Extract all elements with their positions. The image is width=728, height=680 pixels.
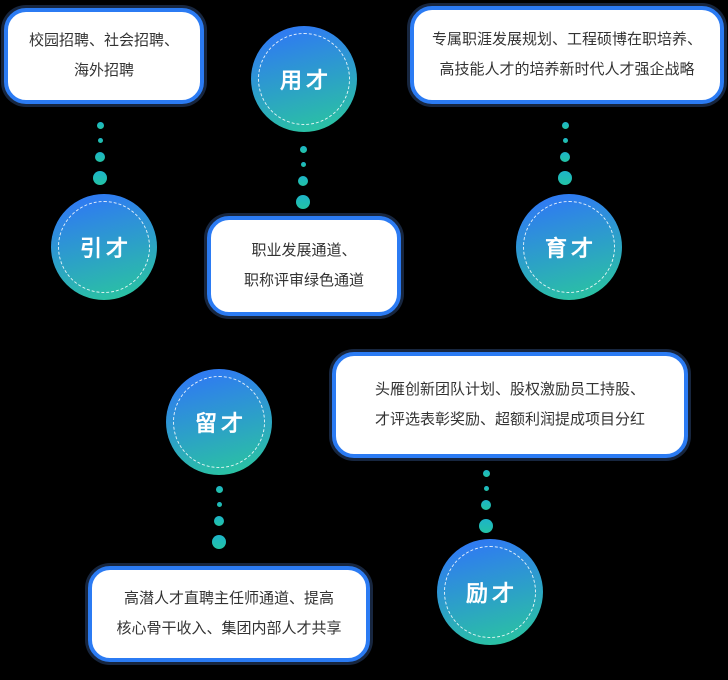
connector-dots-training-cultivate (558, 122, 572, 185)
card-incentive-line-1: 头雁创新团队计划、股权激励员工持股、 (374, 381, 645, 398)
card-sharing-line-1: 高潜人才直聘主任师通道、提高 (123, 590, 334, 607)
dashed-ring-icon (173, 376, 265, 468)
dot (560, 152, 570, 162)
dot (481, 500, 491, 510)
dot (482, 470, 490, 477)
dot (93, 171, 107, 185)
dot (558, 171, 572, 185)
card-recruitment-line-1: 校园招聘、社会招聘、 (28, 32, 179, 49)
circle-retain-talent: 留才 (166, 369, 272, 475)
circle-use-talent: 用才 (251, 26, 357, 132)
dot (479, 519, 493, 533)
card-recruitment-line-2: 海外招聘 (73, 62, 134, 79)
dot (95, 152, 105, 162)
circle-attract-talent: 引才 (51, 194, 157, 300)
dot (212, 535, 226, 549)
card-incentive: 头雁创新团队计划、股权激励员工持股、 才评选表彰奖励、超额利润提成项目分红 (332, 352, 688, 458)
card-training-line-1: 专属职涯发展规划、工程硕博在职培养、 (431, 31, 702, 48)
dot (483, 486, 489, 491)
circle-cultivate-talent: 育才 (516, 194, 622, 300)
circle-attract-talent-label: 引才 (79, 236, 132, 261)
dot (298, 176, 308, 186)
dot (216, 502, 222, 507)
circle-motivate-talent-label: 励才 (465, 581, 518, 606)
connector-dots-use-career (296, 146, 310, 209)
circle-use-talent-label: 用才 (279, 68, 332, 93)
card-career-line-1: 职业发展通道、 (251, 242, 357, 259)
card-career-path: 职业发展通道、 职称评审绿色通道 (207, 216, 401, 316)
card-training: 专属职涯发展规划、工程硕博在职培养、 高技能人才的培养新时代人才强企战略 (410, 6, 724, 104)
card-career-line-2: 职称评审绿色通道 (243, 272, 364, 289)
dot (561, 122, 569, 129)
dot (296, 195, 310, 209)
card-incentive-line-2: 才评选表彰奖励、超额利润提成项目分红 (374, 411, 645, 428)
dashed-ring-icon (444, 546, 536, 638)
dot (214, 516, 224, 526)
dot (300, 162, 306, 167)
card-sharing-line-2: 核心骨干收入、集团内部人才共享 (116, 620, 342, 637)
dot (299, 146, 307, 153)
card-internal-sharing: 高潜人才直聘主任师通道、提高 核心骨干收入、集团内部人才共享 (88, 566, 370, 662)
card-recruitment: 校园招聘、社会招聘、 海外招聘 (4, 8, 204, 104)
circle-cultivate-talent-label: 育才 (544, 236, 597, 261)
dot (97, 138, 103, 143)
dot (215, 486, 223, 493)
dot (96, 122, 104, 129)
connector-dots-incentive-motivate (479, 470, 493, 533)
dashed-ring-icon (58, 201, 150, 293)
circle-motivate-talent: 励才 (437, 539, 543, 645)
connector-dots-retain-sharing (212, 486, 226, 549)
dashed-ring-icon (258, 33, 350, 125)
dot (562, 138, 568, 143)
circle-retain-talent-label: 留才 (194, 411, 247, 436)
dashed-ring-icon (523, 201, 615, 293)
card-training-line-2: 高技能人才的培养新时代人才强企战略 (439, 61, 695, 78)
connector-dots-recruitment-attract (93, 122, 107, 185)
